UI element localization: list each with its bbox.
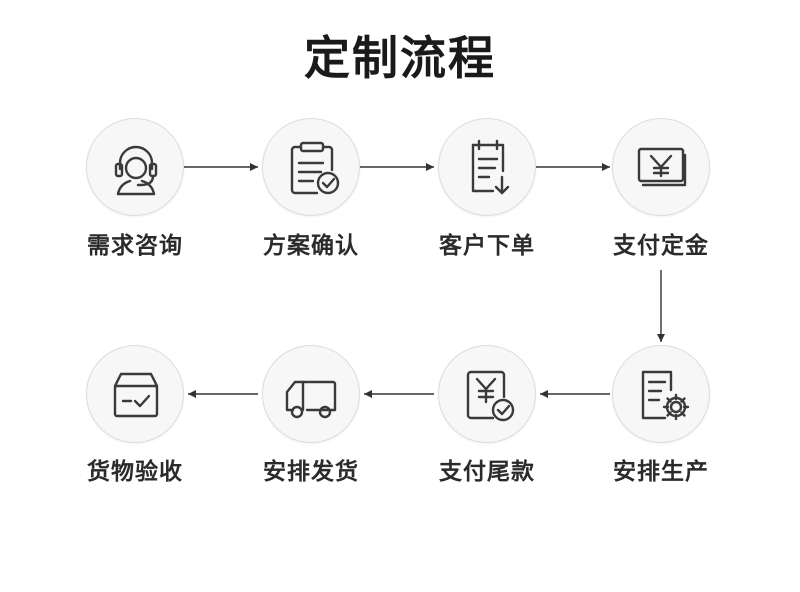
step-3-label: 客户下单: [439, 233, 535, 259]
headset-support-icon: [114, 145, 158, 196]
step-1-label: 需求咨询: [87, 233, 183, 259]
step-3-circle: [438, 118, 536, 216]
step-7-circle: [262, 345, 360, 443]
step-4-label: 支付定金: [613, 233, 709, 259]
step-5-circle: [612, 345, 710, 443]
step-7-label: 安排发货: [263, 459, 359, 485]
step-6-circle: [438, 345, 536, 443]
step-6-label: 支付尾款: [439, 459, 535, 485]
step-4-circle: [612, 118, 710, 216]
delivery-truck-icon: [285, 380, 337, 419]
step-8-label: 货物验收: [87, 459, 183, 485]
step-2-circle: [262, 118, 360, 216]
step-5-label: 安排生产: [613, 459, 709, 485]
step-8-circle: [86, 345, 184, 443]
page-title: 定制流程: [304, 31, 496, 85]
yuan-document-check-icon: [466, 370, 515, 422]
step-1-circle: [86, 118, 184, 216]
document-gear-icon: [641, 370, 690, 421]
yuan-banknote-icon: [637, 147, 687, 187]
box-check-icon: [113, 372, 159, 418]
clipboard-check-icon: [290, 141, 340, 195]
step-2-label: 方案确认: [263, 233, 359, 259]
order-document-download-icon: [471, 139, 510, 195]
